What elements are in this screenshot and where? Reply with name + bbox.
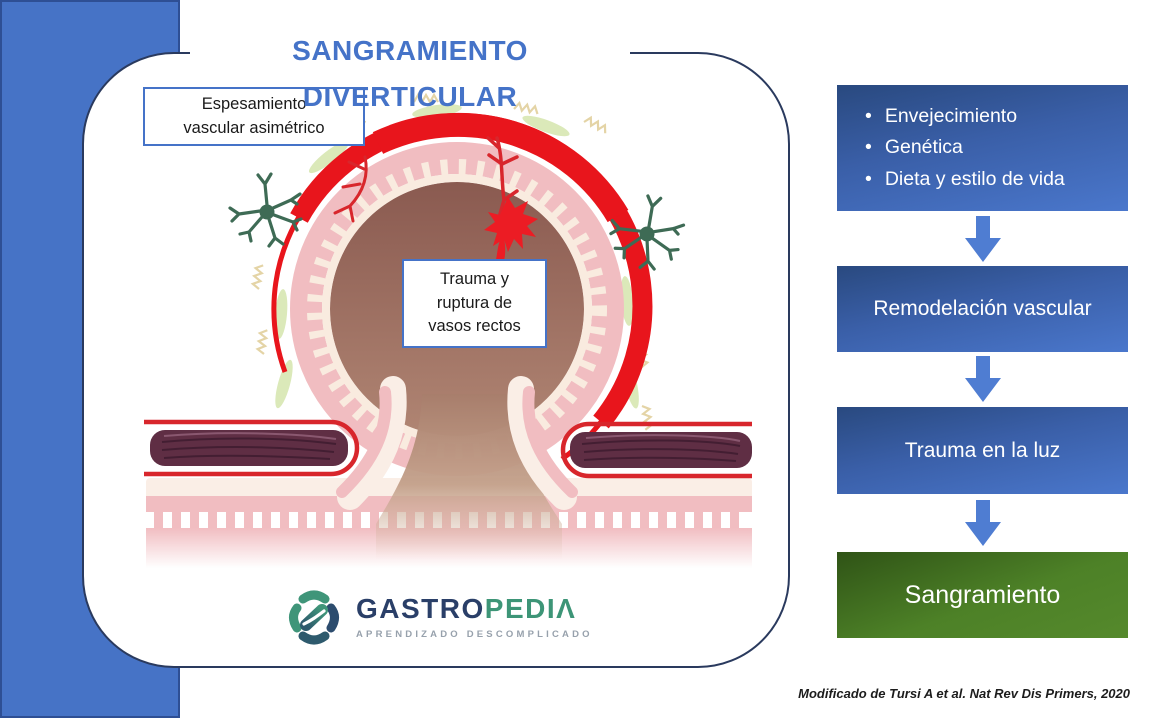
- logo-wordmark: GASTROPEDIΛ: [356, 592, 593, 625]
- thickening-label-box: Espesamiento vascular asimétrico: [143, 87, 365, 146]
- flow-box-lumen-trauma: Trauma en la luz: [837, 407, 1128, 494]
- trauma-label-line2: ruptura de: [436, 293, 513, 312]
- diverticulum-illustration: [144, 93, 752, 568]
- gastropedia-logo-icon: [289, 590, 339, 645]
- risk-factor-item: Envejecimiento: [865, 101, 1065, 133]
- risk-factor-list: Envejecimiento Genética Dieta y estilo d…: [865, 101, 1065, 196]
- down-arrow-icon: [964, 216, 1001, 262]
- flow-box-risk-factors: Envejecimiento Genética Dieta y estilo d…: [837, 85, 1128, 211]
- muscle-layer-left: [144, 419, 360, 477]
- citation-text: Modificado de Tursi A et al. Nat Rev Dis…: [798, 686, 1130, 701]
- flow-box-vascular-remodeling: Remodelación vascular: [837, 266, 1128, 352]
- logo-brand-secondary: PEDIΛ: [484, 592, 577, 624]
- thickening-label-line2: vascular asimétrico: [183, 118, 325, 137]
- branch-vessels: [333, 136, 519, 223]
- trauma-label-line3: vasos rectos: [428, 317, 521, 336]
- pathogenesis-flowchart: Envejecimiento Genética Dieta y estilo d…: [837, 0, 1128, 718]
- risk-factor-item: Dieta y estilo de vida: [865, 164, 1065, 196]
- down-arrow-icon: [964, 500, 1001, 546]
- diagram-card-clip: Espesamiento vascular asimétrico Trauma …: [84, 54, 788, 666]
- gastropedia-logo: GASTROPEDIΛ APRENDIZADO DESCOMPLICADO: [286, 586, 593, 648]
- logo-tagline: APRENDIZADO DESCOMPLICADO: [356, 629, 593, 641]
- muscle-layer-right: [560, 421, 752, 479]
- down-arrow-icon: [964, 356, 1001, 402]
- thickening-label-line1: Espesamiento: [201, 94, 307, 113]
- trauma-label-line1: Trauma y: [439, 269, 510, 288]
- trauma-label-box: Trauma y ruptura de vasos rectos: [402, 259, 547, 348]
- flow-box-bleeding-outcome: Sangramiento: [837, 552, 1128, 638]
- page-title: SANGRAMIENTO DIVERTICULAR: [190, 28, 630, 112]
- logo-brand-primary: GASTRO: [356, 592, 485, 624]
- diagram-card: Espesamiento vascular asimétrico Trauma …: [82, 52, 790, 668]
- vasa-recta-vessel: [271, 112, 653, 462]
- risk-factor-item: Genética: [865, 132, 1065, 164]
- diverticulum-neck: [336, 376, 578, 559]
